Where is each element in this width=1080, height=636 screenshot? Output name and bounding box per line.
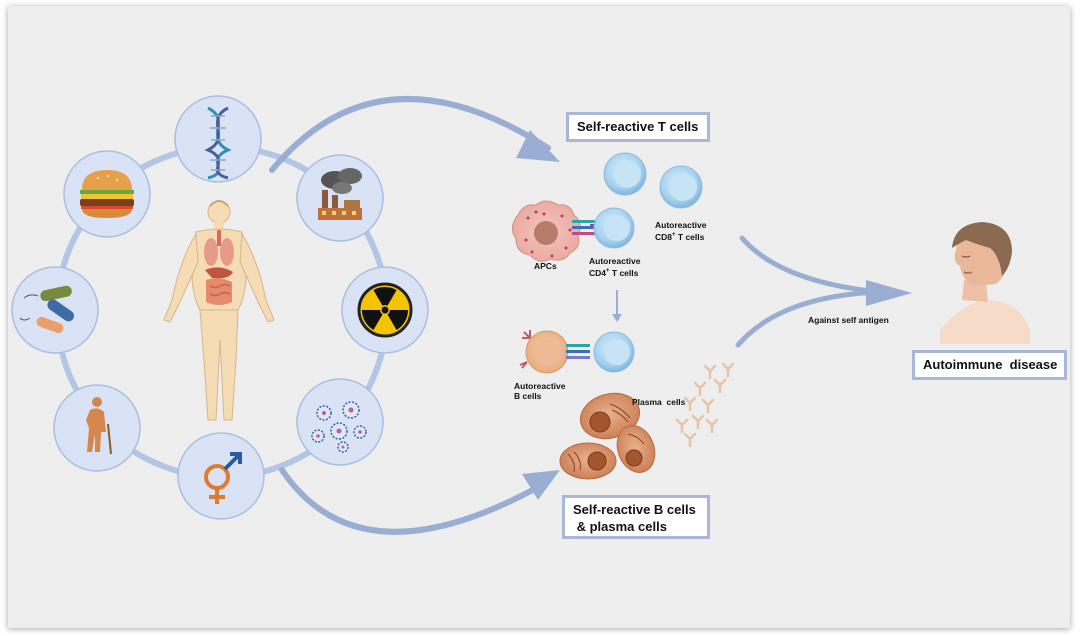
cd4-t-cell — [593, 207, 635, 249]
cd4-text: CD4 — [589, 267, 607, 278]
arrow-t-cells-to-disease — [739, 235, 912, 306]
patient-illustration — [940, 222, 1030, 344]
cd4-label-line1: Autoreactive — [589, 256, 641, 266]
diagram-background — [8, 6, 1070, 628]
cd4-t-cells-text: T cells — [609, 267, 639, 278]
b-label-line1: Autoreactive — [514, 381, 566, 391]
gender-symbol-icon — [177, 432, 265, 520]
factory-pollution-icon — [296, 154, 384, 242]
bacteria-icon — [11, 266, 99, 354]
helper-t-cell — [593, 331, 635, 373]
b-cells-label: Autoreactive B cells — [514, 381, 566, 401]
plasma-cell — [579, 392, 641, 440]
arrow-cd4-to-b-cell — [612, 290, 622, 322]
cd8-label-line1: Autoreactive — [655, 220, 707, 230]
against-self-antigen-label: Against self antigen — [808, 315, 889, 325]
b-cell — [519, 330, 569, 374]
radiation-icon — [341, 266, 429, 354]
plasma-cell — [559, 442, 617, 480]
cd4-t-cells-label: Autoreactive CD4+ T cells — [589, 256, 641, 278]
elderly-person-icon — [53, 384, 141, 472]
cd4-superscript: + — [606, 268, 610, 274]
apcs-label: APCs — [534, 261, 557, 271]
autoimmune-disease-box: Autoimmune disease — [912, 350, 1067, 380]
arrow-to-b-cells — [279, 467, 560, 535]
arrow-b-cells-to-disease — [735, 289, 883, 348]
cd8-t-cell — [603, 152, 647, 196]
plasma-cells-label: Plasma cells — [632, 397, 686, 407]
human-body-illustration — [163, 200, 275, 421]
b-cells-box-line2: & plasma cells — [573, 519, 667, 534]
cd8-t-cells-text: T cells — [675, 231, 705, 242]
virus-icon — [296, 378, 384, 466]
dna-icon — [174, 95, 262, 183]
cd8-superscript: + — [672, 232, 676, 238]
self-reactive-t-cells-box: Self-reactive T cells — [566, 112, 710, 142]
b-label-line2: B cells — [514, 391, 542, 401]
cd8-label-line2: CD8+ T cells — [655, 230, 707, 242]
self-reactive-b-cells-box: Self-reactive B cells & plasma cells — [562, 495, 710, 539]
cd4-label-line2: CD4+ T cells — [589, 266, 641, 278]
cd8-t-cell — [659, 165, 703, 209]
tcr-interaction-b — [566, 344, 590, 359]
antibodies — [675, 362, 735, 448]
cd8-t-cells-label: Autoreactive CD8+ T cells — [655, 220, 707, 242]
b-cells-box-line1: Self-reactive B cells — [573, 502, 696, 517]
apc-cell — [512, 200, 581, 262]
burger-icon — [63, 150, 151, 238]
cd8-text: CD8 — [655, 231, 673, 242]
plasma-cell — [616, 425, 656, 473]
arrow-to-t-cells — [269, 96, 560, 173]
